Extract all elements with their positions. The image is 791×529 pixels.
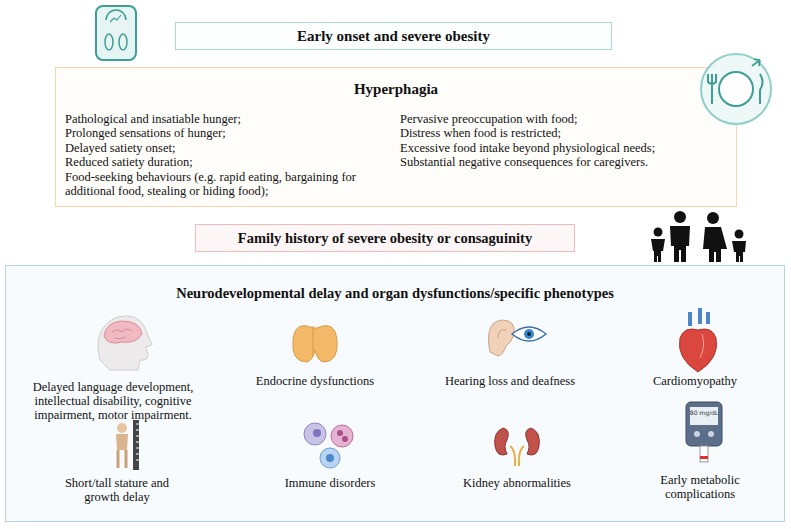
scale-icon <box>96 6 136 60</box>
box-heading: Hyperphagia <box>56 81 736 98</box>
list-column: Pathological and insatiable hunger;Prolo… <box>65 112 395 198</box>
list-item: Excessive food intake beyond physiologic… <box>400 141 730 155</box>
phenotype-label: Endocrine dysfunctions <box>240 374 390 388</box>
phenotype-label: Delayed language development, intellectu… <box>20 380 206 422</box>
list-item: Prolonged sensations of hunger; <box>65 126 395 140</box>
list-item: Food-seeking behaviours (e.g. rapid eati… <box>65 170 395 199</box>
family-icon <box>651 211 746 262</box>
list-item: Pathological and insatiable hunger; <box>65 112 395 126</box>
list-item: Reduced satiety duration; <box>65 155 395 169</box>
list-column: Pervasive preoccupation with food;Distre… <box>400 112 730 170</box>
box-heading: Family history of severe obesity or cons… <box>196 230 574 247</box>
list-box: Pathological and insatiable hunger;Prolo… <box>55 67 737 207</box>
phenotype-label: Cardiomyopathy <box>625 374 765 388</box>
list-item: Distress when food is restricted; <box>400 126 730 140</box>
box-heading: Neurodevelopmental delay and organ dysfu… <box>6 285 784 302</box>
list-item: Delayed satiety onset; <box>65 141 395 155</box>
phenotype-label: Hearing loss and deafness <box>435 374 585 388</box>
phenotype-label: Early metabolic complications <box>645 473 755 501</box>
heading-box: Early onset and severe obesity <box>175 22 612 50</box>
phenotype-label: Immune disorders <box>255 476 405 490</box>
list-item: Pervasive preoccupation with food; <box>400 112 730 126</box>
phenotype-label: Short/tall stature and growth delay <box>50 476 184 504</box>
screen-reading: 80 mg/dL <box>688 409 720 416</box>
phenotype-label: Kidney abnormalities <box>442 476 592 490</box>
list-item: Substantial negative consequences for ca… <box>400 155 730 169</box>
heading-box: Family history of severe obesity or cons… <box>195 224 575 252</box>
box-heading: Early onset and severe obesity <box>176 28 611 45</box>
